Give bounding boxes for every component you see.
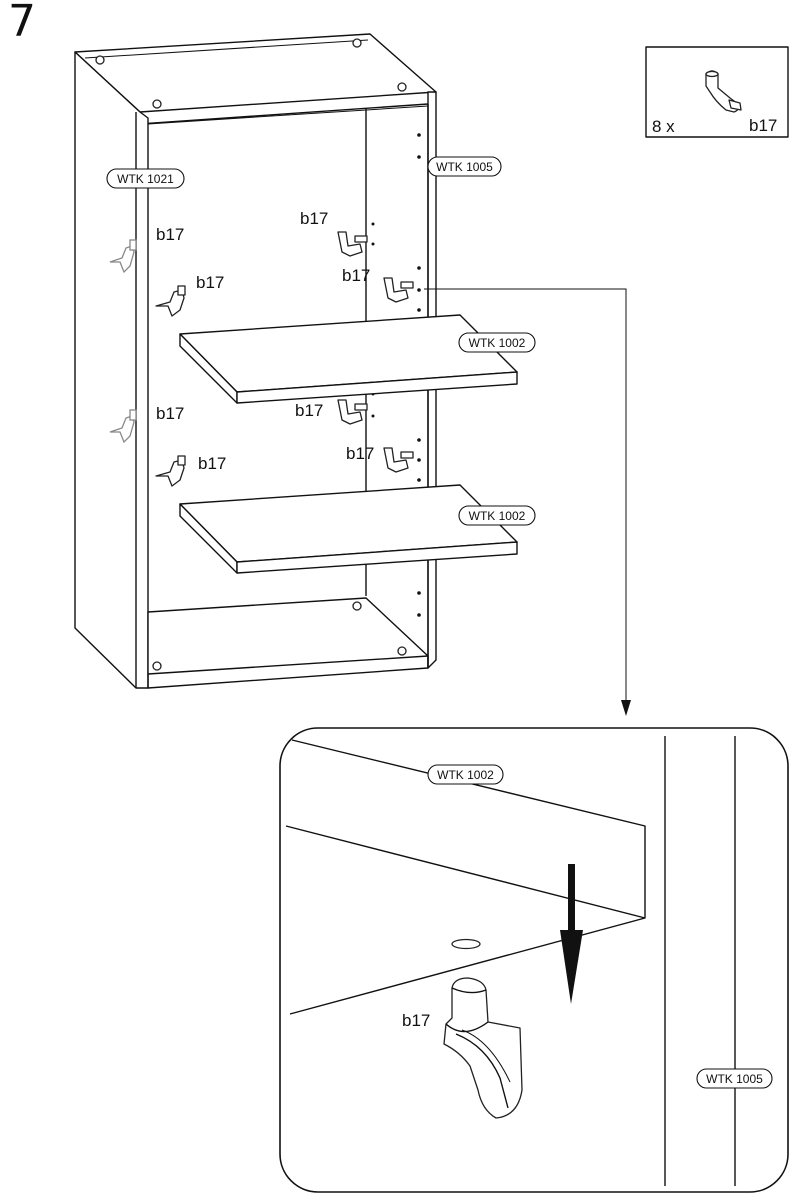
pin-label-left-lower-front: b17 bbox=[198, 454, 226, 473]
down-arrow-icon bbox=[560, 864, 583, 1004]
svg-text:WTK 1005: WTK 1005 bbox=[706, 1072, 763, 1086]
svg-text:WTK 1002: WTK 1002 bbox=[469, 336, 526, 350]
part-tag-shelf-lower: WTK 1002 bbox=[458, 505, 536, 526]
part-tag-side-left: WTK 1021 bbox=[106, 168, 185, 189]
left-side-panel bbox=[74, 51, 149, 689]
parts-box: 8 x b17 bbox=[645, 46, 789, 138]
pin-label-right-lower-front: b17 bbox=[346, 444, 374, 463]
shelf-pin-icon bbox=[383, 277, 414, 303]
pin-holes bbox=[371, 133, 421, 617]
shelf-pin-icon bbox=[109, 409, 137, 444]
svg-text:WTK 1002: WTK 1002 bbox=[437, 768, 494, 782]
part-tag-side-right: WTK 1005 bbox=[427, 156, 502, 177]
upper-shelf bbox=[179, 314, 518, 404]
parts-quantity: 8 x bbox=[652, 117, 675, 136]
step-number: 7 bbox=[8, 0, 36, 47]
top-panel bbox=[74, 33, 437, 113]
cabinet bbox=[74, 33, 518, 689]
part-tag-detail-shelf: WTK 1002 bbox=[427, 764, 504, 785]
pin-label-right-upper-front: b17 bbox=[342, 266, 370, 285]
shelf-pin-icon bbox=[705, 70, 742, 113]
svg-text:WTK 1005: WTK 1005 bbox=[436, 160, 493, 174]
shelf-pin-icon bbox=[337, 231, 368, 257]
pin-label-left-upper-back: b17 bbox=[156, 225, 184, 244]
part-tag-shelf-upper: WTK 1002 bbox=[458, 332, 536, 353]
lower-shelf bbox=[179, 484, 518, 574]
pin-label-left-lower-back: b17 bbox=[156, 404, 184, 423]
shelf-pin-icon bbox=[155, 455, 186, 487]
pin-label-right-lower-back: b17 bbox=[295, 401, 323, 420]
shelf-pin-icon bbox=[109, 239, 137, 274]
detail-pin-label: b17 bbox=[402, 1011, 430, 1030]
detail-view: b17 WTK 1002 WTK 1005 bbox=[279, 727, 789, 1193]
parts-code: b17 bbox=[749, 116, 777, 135]
svg-text:WTK 1021: WTK 1021 bbox=[117, 172, 174, 186]
shelf-pin-detail-icon bbox=[443, 977, 523, 1119]
shelf-pin-icon bbox=[337, 399, 368, 425]
bottom-panel bbox=[147, 597, 429, 675]
shelf-pin-icon bbox=[155, 285, 186, 317]
pin-label-right-upper-back: b17 bbox=[300, 209, 328, 228]
svg-text:WTK 1002: WTK 1002 bbox=[469, 509, 526, 523]
part-tag-detail-side: WTK 1005 bbox=[696, 1068, 773, 1089]
shelf-pins bbox=[109, 231, 414, 487]
callout-arrowhead bbox=[621, 700, 631, 716]
callout-leader bbox=[424, 288, 627, 702]
shelf-pin-icon bbox=[383, 447, 414, 473]
pin-label-left-upper-front: b17 bbox=[196, 273, 224, 292]
